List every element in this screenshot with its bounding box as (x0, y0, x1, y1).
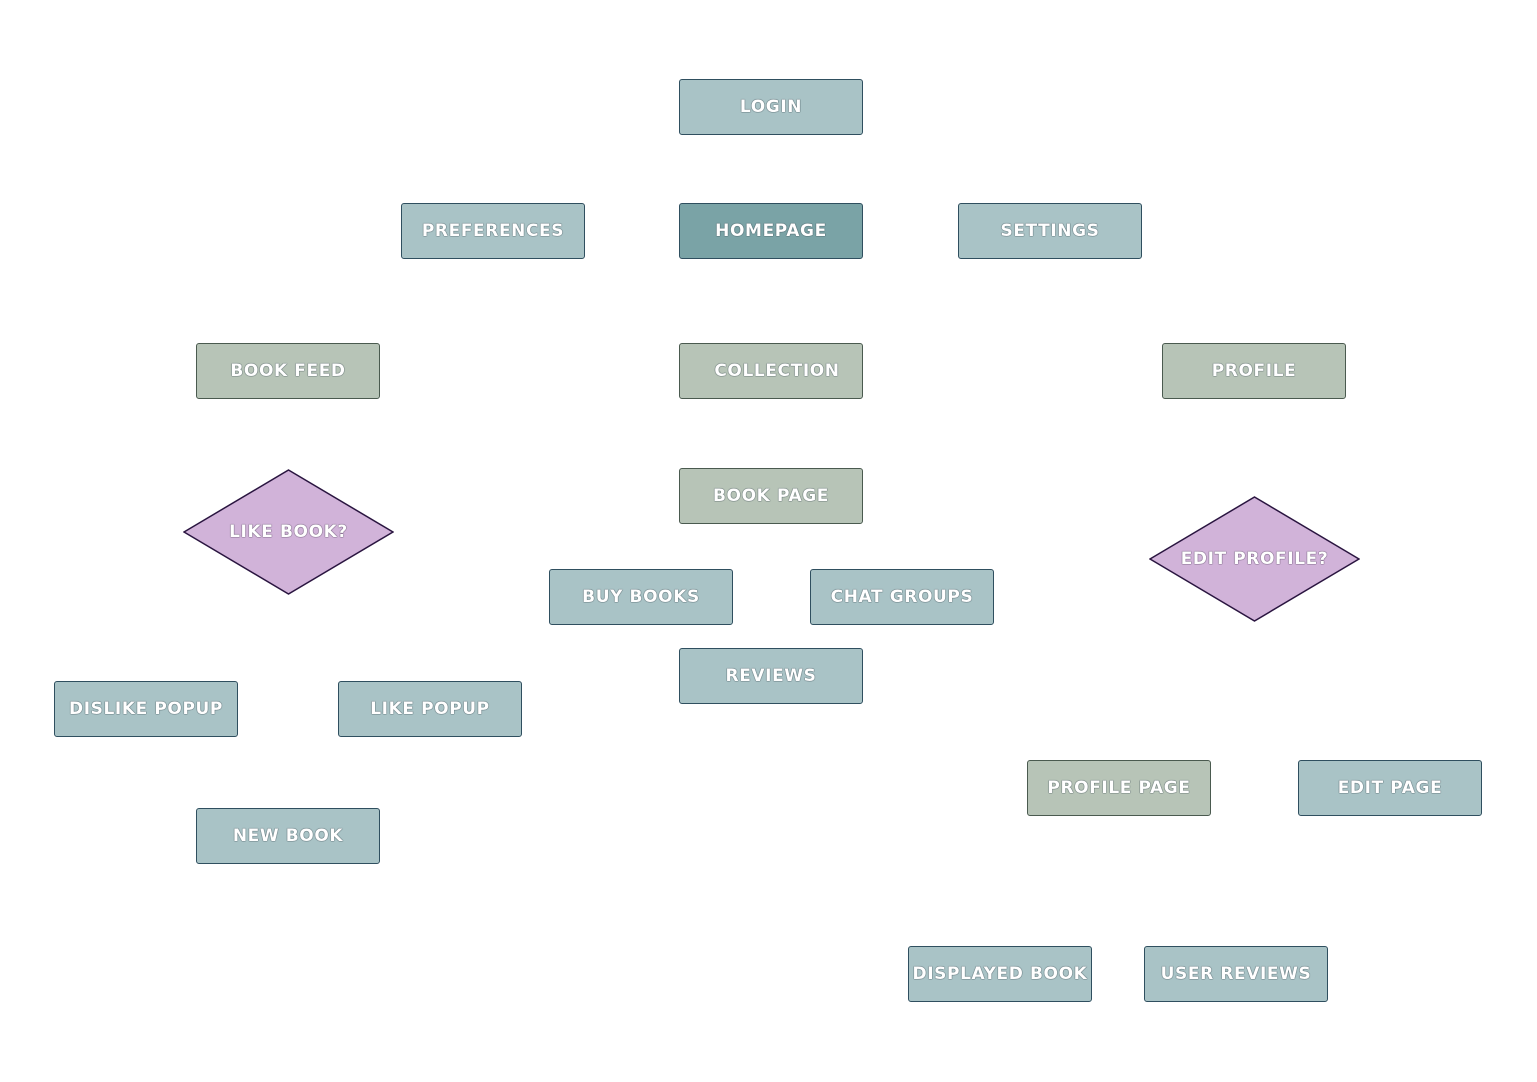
node-book-page-label: BOOK PAGE (713, 486, 829, 506)
decision-like-book[interactable]: LIKE BOOK? (183, 469, 394, 595)
node-book-feed-label: BOOK FEED (230, 361, 346, 381)
node-displayed-book[interactable]: DISPLAYED BOOK (908, 946, 1092, 1002)
node-profile-page[interactable]: PROFILE PAGE (1027, 760, 1211, 816)
node-homepage-label: HOMEPAGE (715, 221, 827, 241)
node-buy-books-label: BUY BOOKS (582, 587, 700, 607)
node-edit-page[interactable]: EDIT PAGE (1298, 760, 1482, 816)
node-edit-page-label: EDIT PAGE (1337, 778, 1443, 798)
node-preferences-label: PREFERENCES (421, 221, 565, 241)
node-homepage[interactable]: HOMEPAGE (679, 203, 863, 259)
node-chat-groups-label: CHAT GROUPS (830, 587, 974, 607)
node-new-book-label: NEW BOOK (232, 826, 344, 846)
decision-like-book-shape (183, 469, 394, 595)
node-reviews[interactable]: REVIEWS (679, 648, 863, 704)
node-buy-books[interactable]: BUY BOOKS (549, 569, 733, 625)
node-book-feed[interactable]: BOOK FEED (196, 343, 380, 399)
node-settings[interactable]: SETTINGS (958, 203, 1142, 259)
node-new-book[interactable]: NEW BOOK (196, 808, 380, 864)
node-preferences[interactable]: PREFERENCES (401, 203, 585, 259)
node-displayed-book-label: DISPLAYED BOOK (912, 964, 1088, 984)
node-like-popup-label: LIKE POPUP (370, 699, 490, 719)
node-reviews-label: REVIEWS (725, 666, 817, 686)
node-settings-label: SETTINGS (1000, 221, 1100, 241)
decision-edit-profile-label: EDIT PROFILE? (1180, 549, 1329, 569)
decision-edit-profile[interactable]: EDIT PROFILE? (1149, 496, 1360, 622)
node-dislike-popup[interactable]: DISLIKE POPUP (54, 681, 238, 737)
node-book-page[interactable]: BOOK PAGE (679, 468, 863, 524)
node-like-popup[interactable]: LIKE POPUP (338, 681, 522, 737)
node-dislike-popup-label: DISLIKE POPUP (69, 699, 223, 719)
node-collection[interactable]: COLLECTION (679, 343, 863, 399)
decision-edit-profile-shape (1149, 496, 1360, 622)
node-collection-label: COLLECTION (714, 361, 840, 381)
node-profile-page-label: PROFILE PAGE (1047, 778, 1191, 798)
node-login-label: LOGIN (739, 97, 803, 117)
node-user-reviews[interactable]: USER REVIEWS (1144, 946, 1328, 1002)
node-login[interactable]: LOGIN (679, 79, 863, 135)
node-profile[interactable]: PROFILE (1162, 343, 1346, 399)
node-user-reviews-label: USER REVIEWS (1160, 964, 1312, 984)
node-chat-groups[interactable]: CHAT GROUPS (810, 569, 994, 625)
decision-like-book-label: LIKE BOOK? (229, 522, 348, 542)
node-profile-label: PROFILE (1211, 361, 1297, 381)
